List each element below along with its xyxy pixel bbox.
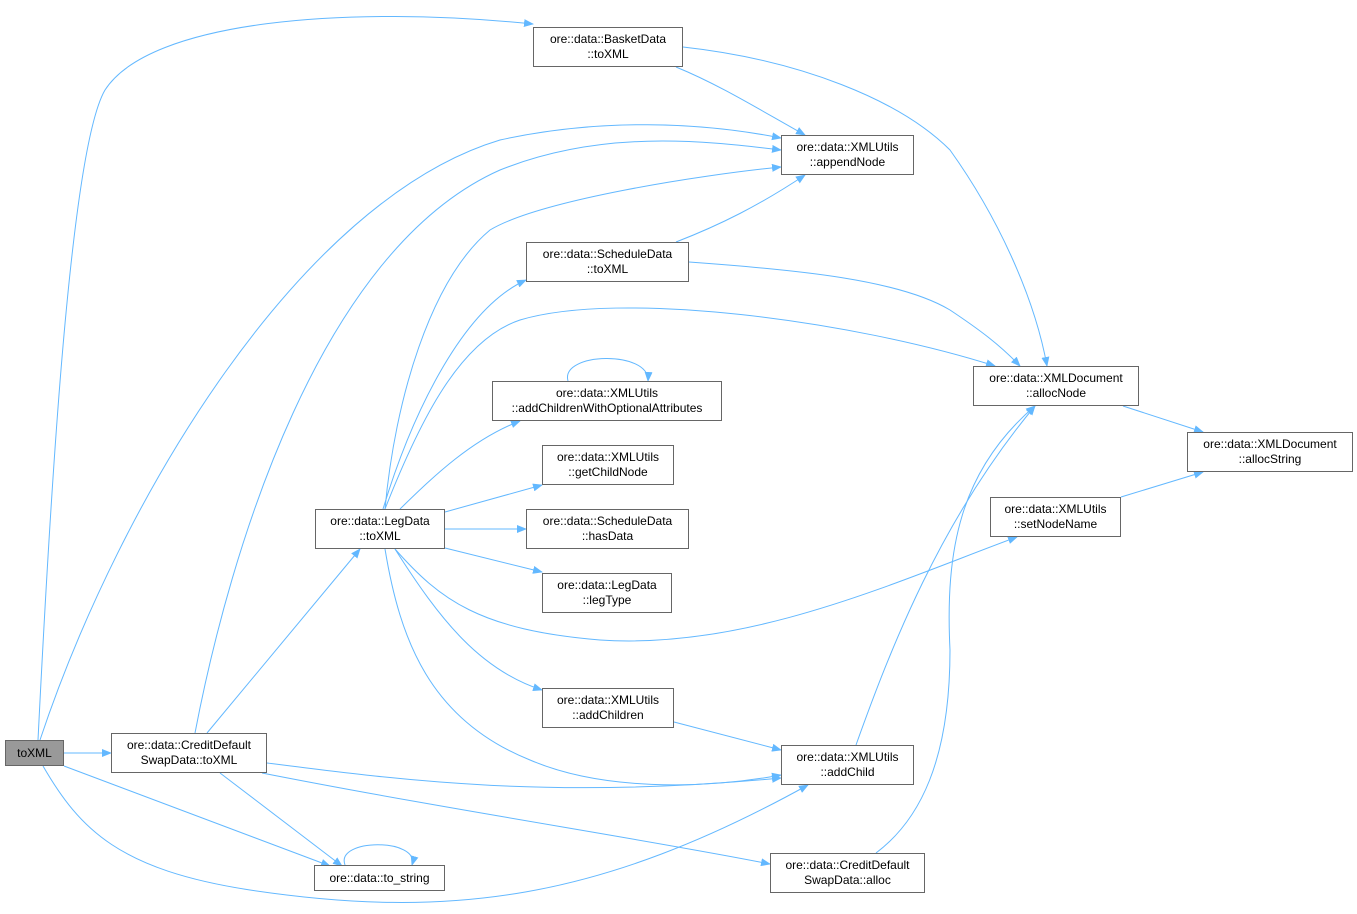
- edge-cds_toxml-to-append: [194, 140, 782, 734]
- node-legtype[interactable]: ore::data::LegData::legType: [542, 573, 672, 613]
- node-label-line: ::legType: [582, 593, 632, 607]
- node-label-line: ::toXML: [359, 529, 401, 543]
- node-allocstring[interactable]: ore::data::XMLDocument::allocString: [1187, 432, 1353, 472]
- node-addchild[interactable]: ore::data::XMLUtils::addChild: [781, 745, 914, 785]
- edge-alloc-to-allocnode: [875, 405, 1036, 854]
- edge-leg_toxml-to-append: [384, 163, 782, 510]
- node-label-line: ::addChildren: [572, 708, 644, 722]
- edge-basket-to-allocnode: [682, 46, 1050, 367]
- edge-leg_toxml-to-addwoa: [399, 420, 521, 510]
- node-label-line: ore::data::CreditDefault: [126, 738, 252, 752]
- edge-leg_toxml-to-legtype: [444, 547, 543, 574]
- edge-basket-to-append: [675, 66, 806, 136]
- node-addchildren[interactable]: ore::data::XMLUtils::addChildren: [542, 688, 674, 728]
- node-label-line: ::appendNode: [809, 155, 886, 169]
- node-label-line: ::allocString: [1238, 452, 1302, 466]
- node-label-line: ore::data::XMLUtils: [556, 450, 660, 464]
- node-tostring[interactable]: ore::data::to_string: [314, 865, 445, 891]
- node-label-line: ore::data::XMLUtils: [1004, 502, 1107, 516]
- edge-sched_toxml-to-append: [675, 174, 806, 243]
- node-label-line: ore::data::XMLUtils: [796, 750, 899, 764]
- node-label-line: toXML: [17, 745, 52, 760]
- node-label-line: ::setNodeName: [1013, 517, 1098, 531]
- node-label-line: SwapData::alloc: [804, 873, 891, 887]
- edge-addwoa-to-addwoa: [567, 358, 653, 382]
- node-allocnode[interactable]: ore::data::XMLDocument::allocNode: [973, 366, 1139, 406]
- node-label-line: ore::data::XMLDocument: [989, 371, 1123, 385]
- edge-root-to-addchild: [42, 765, 809, 903]
- edge-addchildren-to-addchild: [673, 721, 782, 752]
- edge-leg_toxml-to-addchild: [384, 548, 782, 786]
- node-label-line: ::allocNode: [1025, 386, 1087, 400]
- edge-allocnode-to-allocstring: [1122, 405, 1204, 434]
- node-getchild[interactable]: ore::data::XMLUtils::getChildNode: [542, 445, 674, 485]
- node-label-line: ore::data::BasketData: [549, 32, 667, 46]
- node-hasdata[interactable]: ore::data::ScheduleData::hasData: [526, 509, 689, 549]
- edge-root-to-append: [39, 124, 782, 741]
- node-append[interactable]: ore::data::XMLUtils::appendNode: [781, 135, 914, 175]
- node-label-line: ::addChild: [820, 765, 875, 779]
- edge-sched_toxml-to-allocnode: [688, 261, 1021, 367]
- edge-leg_toxml-to-allocnode: [384, 307, 996, 510]
- edge-leg_toxml-to-setname: [394, 536, 1018, 642]
- edge-tostring-to-tostring: [343, 844, 419, 866]
- node-label-line: ore::data::XMLUtils: [556, 693, 660, 707]
- edge-root-to-tostring: [63, 765, 331, 867]
- node-label-line: ore::data::LegData: [557, 578, 657, 592]
- node-label-line: ore::data::CreditDefault: [785, 858, 910, 872]
- edge-setname-to-allocstring: [1120, 470, 1204, 498]
- edge-leg_toxml-to-getchild: [444, 483, 543, 513]
- edge-cds_toxml-to-tostring: [219, 772, 343, 867]
- node-label-line: ore::data::LegData: [330, 514, 430, 528]
- node-sched_toxml[interactable]: ore::data::ScheduleData::toXML: [526, 242, 689, 282]
- node-root[interactable]: toXML: [5, 740, 64, 766]
- node-setname[interactable]: ore::data::XMLUtils::setNodeName: [990, 497, 1121, 537]
- edge-cds_toxml-to-leg_toxml: [206, 548, 361, 734]
- node-label-line: ::toXML: [586, 262, 629, 276]
- node-label-line: ::hasData: [581, 529, 634, 543]
- node-label-line: ore::data::XMLUtils: [796, 140, 899, 154]
- node-addwoa[interactable]: ore::data::XMLUtils::addChildrenWithOpti…: [492, 381, 722, 421]
- edge-root-to-basket: [37, 15, 534, 741]
- node-label-line: SwapData::toXML: [140, 753, 238, 767]
- node-label-line: ore::data::to_string: [329, 870, 430, 885]
- edge-addchild-to-allocnode: [855, 405, 1036, 746]
- node-leg_toxml[interactable]: ore::data::LegData::toXML: [315, 509, 445, 549]
- edge-leg_toxml-to-addchildren: [394, 548, 543, 692]
- node-label-line: ore::data::ScheduleData: [542, 514, 673, 528]
- node-label-line: ::toXML: [587, 47, 629, 61]
- edge-leg_toxml-to-sched_toxml: [382, 279, 527, 510]
- node-label-line: ore::data::XMLDocument: [1203, 437, 1337, 451]
- node-label-line: ore::data::XMLUtils: [555, 386, 659, 400]
- edge-cds_toxml-to-alloc: [261, 772, 771, 867]
- node-label-line: ::addChildrenWithOptionalAttributes: [511, 401, 703, 415]
- node-label-line: ::getChildNode: [568, 465, 648, 479]
- node-label-line: ore::data::ScheduleData: [542, 247, 673, 261]
- node-basket[interactable]: ore::data::BasketData::toXML: [533, 27, 683, 67]
